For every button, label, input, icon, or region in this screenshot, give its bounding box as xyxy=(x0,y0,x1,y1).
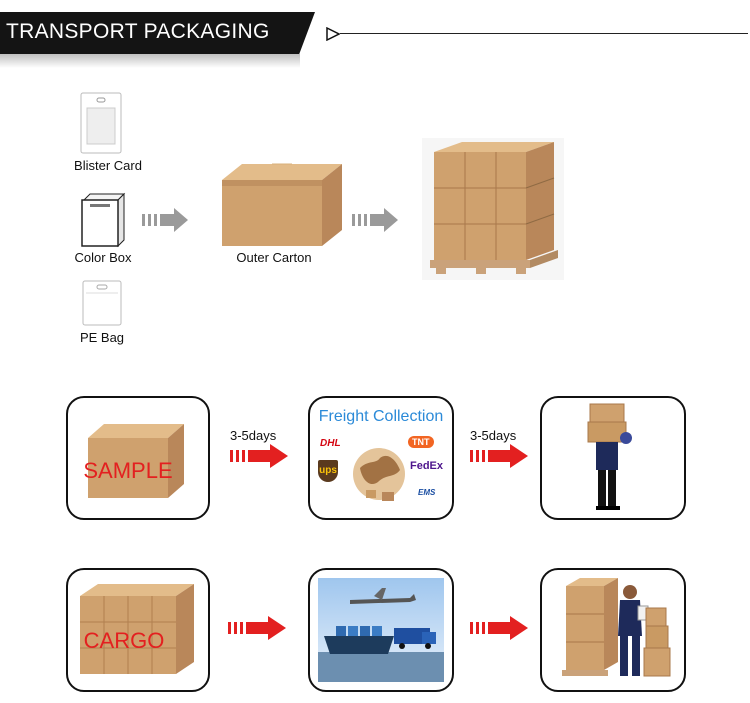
carton-pallet-image xyxy=(422,138,564,280)
ups-logo: ups xyxy=(318,460,338,482)
color-box-label: Color Box xyxy=(74,250,132,265)
warehouse-worker-image xyxy=(562,578,671,677)
pe-bag-label: PE Bag xyxy=(79,330,125,345)
fedex-logo: FedEx xyxy=(410,460,444,472)
page-title: TRANSPORT PACKAGING xyxy=(6,20,270,43)
red-arrow-icon xyxy=(470,616,528,640)
blister-card-label: Blister Card xyxy=(74,158,142,173)
outer-carton-label: Outer Carton xyxy=(236,250,312,265)
header-rule xyxy=(340,33,748,34)
freight-title: Freight Collection xyxy=(318,408,444,425)
delivery-person-panel xyxy=(540,396,686,520)
header-shadow xyxy=(0,54,300,68)
outer-carton-image xyxy=(222,163,342,246)
header-banner xyxy=(0,12,315,54)
color-box-image xyxy=(81,192,126,248)
ems-logo: EMS xyxy=(418,488,436,497)
gray-arrow-icon xyxy=(142,208,188,232)
red-arrow-icon xyxy=(230,444,288,468)
freight-collection-panel: Freight Collection DHL TNT ups FedEx EMS xyxy=(308,396,454,520)
red-arrow-icon xyxy=(470,444,528,468)
sample-carton-image: SAMPLE xyxy=(83,424,184,498)
red-arrow-icon xyxy=(228,616,286,640)
tnt-logo: TNT xyxy=(408,436,434,448)
gray-arrow-icon xyxy=(352,208,398,232)
transit-time-label: 3-5days xyxy=(230,428,277,443)
shipping-transport-panel xyxy=(308,568,454,692)
blister-card-image xyxy=(80,92,122,154)
cargo-box-text: CARGO xyxy=(84,628,165,653)
sample-box-text: SAMPLE xyxy=(83,458,172,483)
cargo-box-panel: CARGO xyxy=(66,568,210,692)
play-arrow-icon xyxy=(326,27,340,41)
cargo-pallet-image: CARGO xyxy=(80,584,194,674)
pe-bag-image xyxy=(82,280,122,326)
transit-time-label: 3-5days xyxy=(470,428,517,443)
delivery-person-image xyxy=(587,403,632,510)
dhl-logo: DHL xyxy=(320,438,341,449)
globe-icon xyxy=(353,448,405,501)
sample-box-panel: SAMPLE xyxy=(66,396,210,520)
warehouse-worker-panel xyxy=(540,568,686,692)
shipping-transport-image xyxy=(318,578,444,682)
